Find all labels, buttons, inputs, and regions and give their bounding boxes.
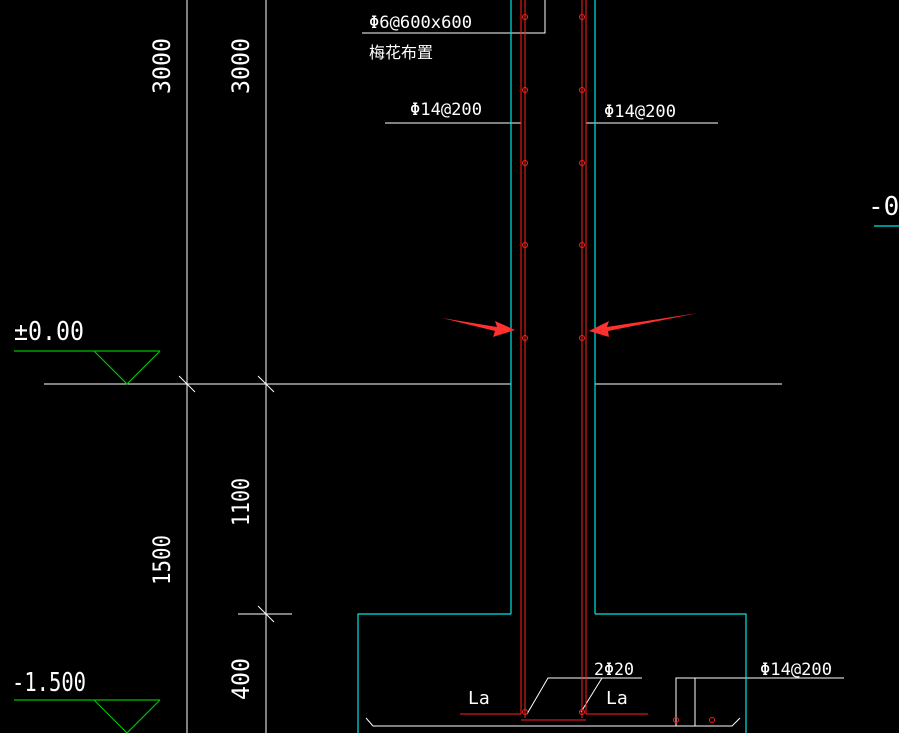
anchor-left-label: La <box>468 688 490 709</box>
dim-outer-bottom: 1500 <box>148 535 176 585</box>
tie-spec-label: Φ6@600x600 <box>369 13 472 33</box>
left-bar-label: Φ14@200 <box>410 100 482 120</box>
footing-outline <box>357 613 511 733</box>
dim-outer-top: 3000 <box>148 38 176 94</box>
right-bar-label: Φ14@200 <box>604 102 676 122</box>
rebar-left-vertical <box>460 0 522 715</box>
footing-outline-right <box>595 613 747 733</box>
leader-footing-bars <box>526 677 642 715</box>
leader-footing-bars-2 <box>580 677 603 713</box>
footing-bar-right-label: Φ14@200 <box>760 660 832 680</box>
leader-lines <box>362 0 844 727</box>
elevation-cut-label: -0 <box>868 192 899 222</box>
rebar <box>460 0 648 721</box>
dim-inner-mid: 1100 <box>227 478 255 526</box>
tie-note-label: 梅花布置 <box>369 43 433 62</box>
highlight-arrows <box>442 313 698 337</box>
footing-bottom-line <box>365 717 741 727</box>
footing-bars-label: 2Φ20 <box>594 660 634 680</box>
elevation-ground-label: ±0.00 <box>14 317 84 347</box>
leader-footing-right <box>675 677 844 726</box>
elevation-bottom-label: -1.500 <box>12 668 86 698</box>
concrete-outline <box>357 0 899 733</box>
rebar-right-vertical <box>585 0 648 715</box>
arrow-left <box>442 318 515 337</box>
elevation-marks <box>14 350 161 733</box>
rebar-dots <box>522 14 715 723</box>
dim-inner-bottom: 400 <box>227 658 255 700</box>
anchor-right-label: La <box>606 688 628 709</box>
leader-tie-spec <box>362 0 546 34</box>
dim-inner-top: 3000 <box>227 38 255 94</box>
